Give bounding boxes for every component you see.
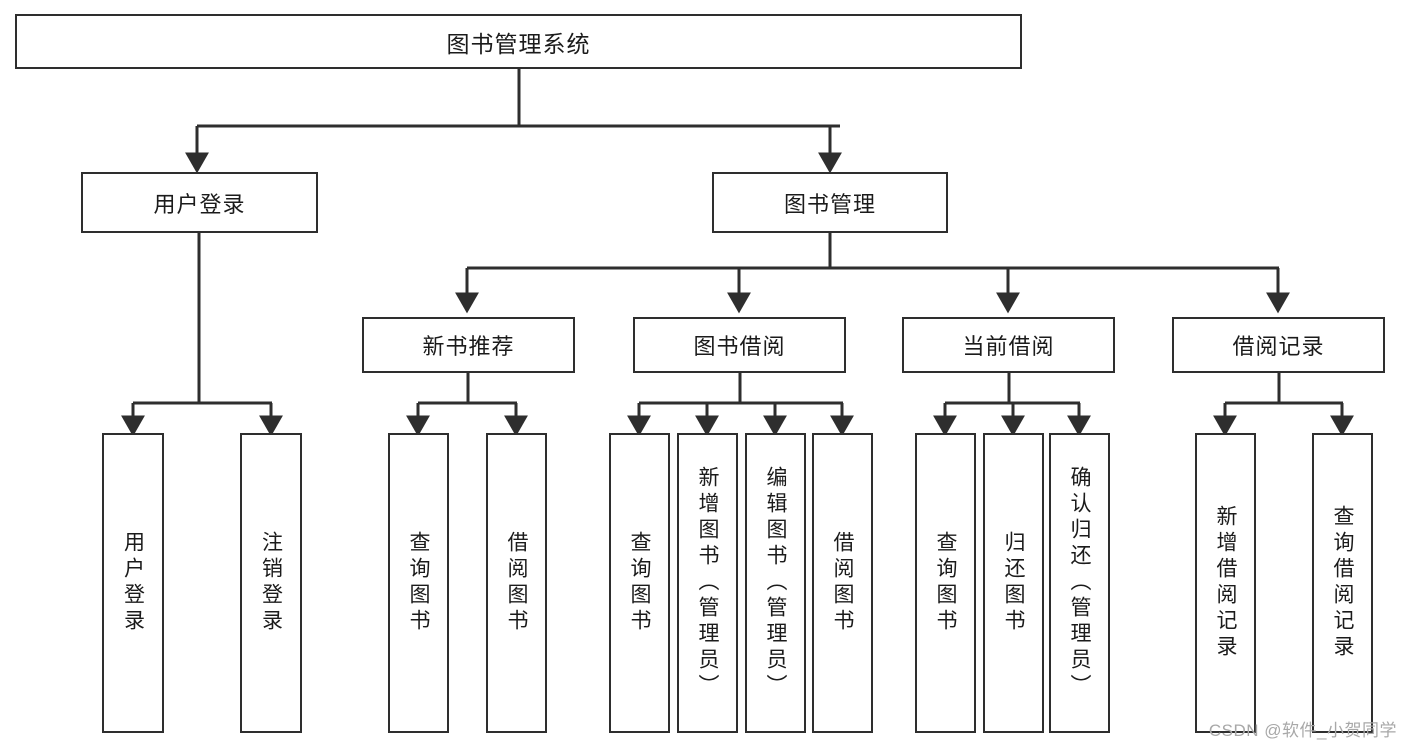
node-current-borrow-label: 当前借阅: [962, 334, 1055, 359]
node-leaf-borrow-book-2-label: 借阅图书: [831, 531, 854, 635]
node-book-borrow[interactable]: 图书借阅: [633, 317, 846, 373]
node-leaf-add-record-label: 新增借阅记录: [1214, 505, 1237, 661]
node-root[interactable]: 图书管理系统: [15, 14, 1022, 69]
node-leaf-return-book[interactable]: 归还图书: [983, 433, 1044, 733]
node-leaf-edit-book[interactable]: 编辑图书（管理员）: [745, 433, 806, 733]
node-leaf-query-book-2[interactable]: 查询图书: [609, 433, 670, 733]
node-leaf-user-login-label: 用户登录: [121, 531, 145, 635]
node-leaf-add-book-label: 新增图书（管理员）: [696, 466, 719, 700]
node-current-borrow[interactable]: 当前借阅: [902, 317, 1115, 373]
node-leaf-user-logout[interactable]: 注销登录: [240, 433, 302, 733]
node-leaf-query-book-3[interactable]: 查询图书: [915, 433, 976, 733]
node-new-book-recommend[interactable]: 新书推荐: [362, 317, 575, 373]
node-leaf-borrow-book-1-label: 借阅图书: [505, 531, 528, 635]
node-leaf-confirm-return-label: 确认归还（管理员）: [1068, 466, 1091, 700]
node-leaf-user-login[interactable]: 用户登录: [102, 433, 164, 733]
node-leaf-add-book[interactable]: 新增图书（管理员）: [677, 433, 738, 733]
node-leaf-return-book-label: 归还图书: [1002, 531, 1025, 635]
node-leaf-query-book-1[interactable]: 查询图书: [388, 433, 449, 733]
node-book-manage[interactable]: 图书管理: [712, 172, 948, 233]
node-user-login[interactable]: 用户登录: [81, 172, 318, 233]
node-root-label: 图书管理系统: [446, 30, 591, 57]
watermark-text: CSDN @软件_小贺同学: [1208, 721, 1397, 740]
node-leaf-edit-book-label: 编辑图书（管理员）: [764, 466, 787, 700]
node-book-manage-label: 图书管理: [783, 191, 876, 217]
node-borrow-record-label: 借阅记录: [1232, 334, 1325, 359]
node-user-login-label: 用户登录: [153, 191, 246, 217]
node-leaf-confirm-return[interactable]: 确认归还（管理员）: [1049, 433, 1110, 733]
node-new-book-recommend-label: 新书推荐: [422, 334, 515, 359]
node-leaf-add-record[interactable]: 新增借阅记录: [1195, 433, 1256, 733]
node-borrow-record[interactable]: 借阅记录: [1172, 317, 1385, 373]
node-leaf-query-record-label: 查询借阅记录: [1331, 505, 1354, 661]
node-leaf-user-logout-label: 注销登录: [259, 531, 283, 635]
node-leaf-query-book-2-label: 查询图书: [628, 531, 651, 635]
node-leaf-query-book-1-label: 查询图书: [407, 531, 430, 635]
node-leaf-query-book-3-label: 查询图书: [934, 531, 957, 635]
node-book-borrow-label: 图书借阅: [693, 334, 786, 359]
node-leaf-query-record[interactable]: 查询借阅记录: [1312, 433, 1373, 733]
node-leaf-borrow-book-1[interactable]: 借阅图书: [486, 433, 547, 733]
node-leaf-borrow-book-2[interactable]: 借阅图书: [812, 433, 873, 733]
